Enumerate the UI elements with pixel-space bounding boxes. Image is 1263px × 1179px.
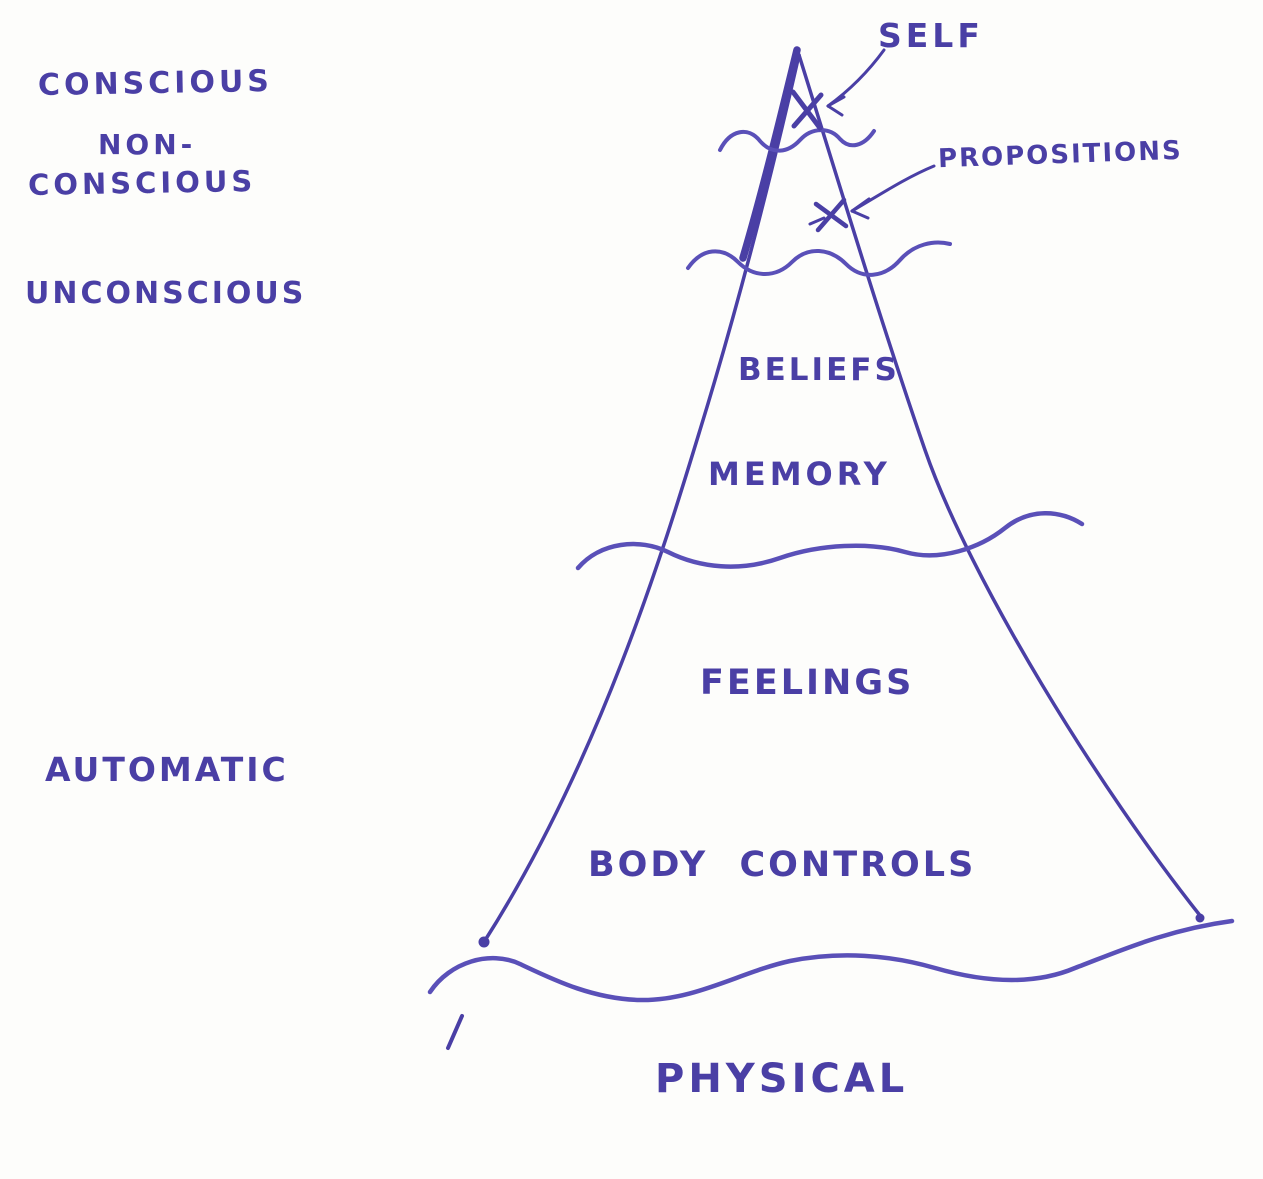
propositions-x-mark xyxy=(808,197,849,233)
pyramid-left-edge xyxy=(482,53,801,944)
label-unconscious: UNCONSCIOUS xyxy=(25,276,307,311)
wavy-divider-3 xyxy=(575,511,1085,571)
self-x-mark xyxy=(790,89,824,131)
wavy-divider-bottom xyxy=(427,918,1235,1003)
label-body-controls: BODY CONTROLS xyxy=(588,845,977,885)
label-self: SELF xyxy=(878,16,984,55)
pyramid-apex-stroke xyxy=(739,46,801,262)
tick-mark xyxy=(446,1014,464,1050)
label-memory: MEMORY xyxy=(708,455,891,493)
wavy-divider-1 xyxy=(718,128,876,153)
left-corner-ink-dot xyxy=(478,936,490,948)
label-non-conscious-line1: NON- xyxy=(98,128,197,161)
pyramid-right-edge xyxy=(797,53,1204,920)
self-arrow xyxy=(826,48,886,117)
label-feelings: FEELINGS xyxy=(700,663,915,703)
label-beliefs: BELIEFS xyxy=(738,352,900,388)
wavy-divider-2 xyxy=(686,240,952,277)
label-non-conscious-line2: CONSCIOUS xyxy=(27,164,257,202)
propositions-arrow xyxy=(850,164,936,220)
label-conscious: CONSCIOUS xyxy=(37,63,274,104)
right-corner-ink-dot xyxy=(1195,913,1205,923)
label-physical: PHYSICAL xyxy=(655,1056,909,1102)
label-automatic: AUTOMATIC xyxy=(45,750,289,789)
